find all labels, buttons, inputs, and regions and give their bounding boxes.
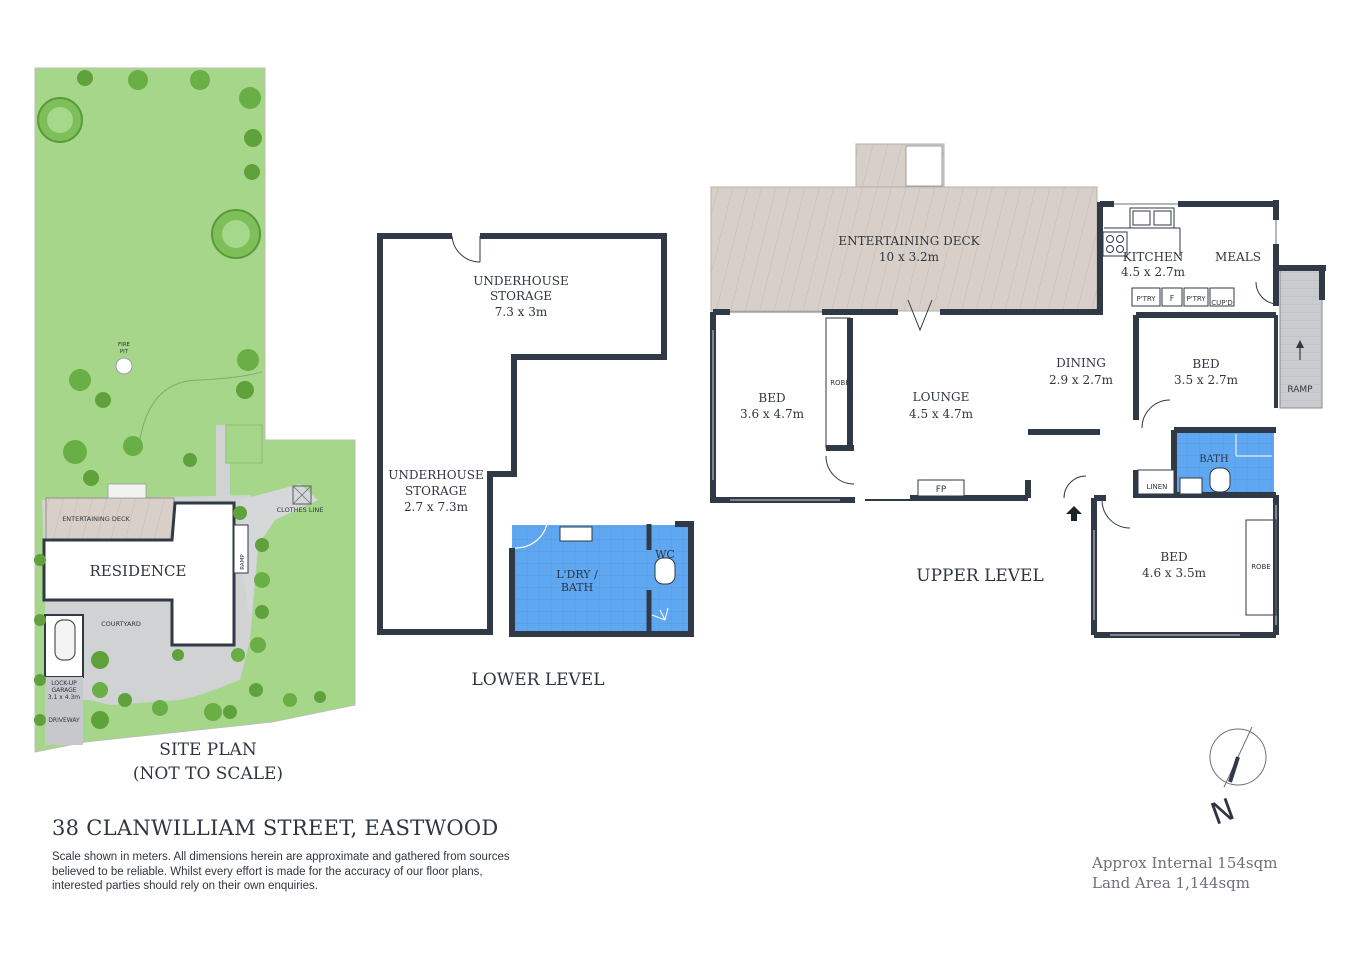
side-path <box>238 484 318 620</box>
fireplace <box>917 479 965 497</box>
storage-left-line2: STORAGE <box>405 484 467 498</box>
lower-level-title: LOWER LEVEL <box>472 670 605 690</box>
upper-ramp <box>1279 267 1323 409</box>
fire-pit-label-1: FIRE <box>118 342 131 348</box>
site-plan: RESIDENCE ENTERTAINING DECK COURTYARD LO… <box>34 67 356 784</box>
entertaining-deck-area <box>710 186 1098 312</box>
lower-level: UNDERHOUSE STORAGE 7.3 x 3m UNDERHOUSE S… <box>377 233 694 690</box>
compass-north-label: N <box>1206 792 1239 833</box>
kitchen-name: KITCHEN <box>1123 250 1184 264</box>
site-deck-label: ENTERTAINING DECK <box>62 515 130 523</box>
fire-pit-label-2: PIT <box>120 349 129 355</box>
kitchen-size: 4.5 x 2.7m <box>1121 265 1186 279</box>
lounge-name: LOUNGE <box>913 390 970 404</box>
clothes-line-icon <box>292 485 312 505</box>
cupboard-label: CUP'D <box>1211 299 1233 307</box>
fp-label: FP <box>936 485 947 495</box>
site-ramp <box>233 524 249 574</box>
dining-size: 2.9 x 2.7m <box>1049 373 1114 387</box>
driveway-label: DRIVEWAY <box>48 717 80 724</box>
compass-icon: N <box>1206 726 1267 833</box>
lounge-size: 4.5 x 4.7m <box>909 407 974 421</box>
storage-left-line1: UNDERHOUSE <box>388 468 483 482</box>
disclaimer-text: Scale shown in meters. All dimensions he… <box>52 851 510 892</box>
bed1-name: BED <box>758 391 785 405</box>
land-area: Land Area 1,144sqm <box>1092 874 1250 892</box>
rear-lawn-box <box>225 424 263 464</box>
wc-label: WC <box>655 548 675 561</box>
storage-door-swing <box>451 235 481 263</box>
garage-label-1: LOCK-UP <box>51 680 77 687</box>
wc-toilet-icon <box>654 557 676 585</box>
robe3-outline <box>1245 519 1277 616</box>
site-deck-steps <box>107 483 147 499</box>
trees <box>34 70 326 729</box>
laundry-tub <box>559 526 593 542</box>
garage-size: 3.1 x 4.3m <box>48 694 80 701</box>
shower-icon <box>651 607 669 621</box>
entry-arrow-icon <box>1066 506 1082 521</box>
storage-top-line1: UNDERHOUSE <box>473 274 568 288</box>
site-plan-subtitle: (NOT TO SCALE) <box>133 764 283 784</box>
residence-footprint <box>42 501 236 647</box>
storage-top-size: 7.3 x 3m <box>495 305 548 319</box>
internal-area: Approx Internal 154sqm <box>1092 854 1278 872</box>
bath-label: BATH <box>1199 454 1229 465</box>
bath-fittings <box>1179 434 1272 495</box>
robe1-outline <box>825 317 851 449</box>
ramp-label: RAMP <box>1287 385 1313 395</box>
deck-name: ENTERTAINING DECK <box>838 234 980 248</box>
garden-path <box>139 371 263 441</box>
linen-cupboard <box>1137 469 1175 495</box>
meals-label: MEALS <box>1215 250 1261 264</box>
fire-pit <box>115 357 133 375</box>
bed2-size: 3.5 x 2.7m <box>1174 373 1239 387</box>
deck-size: 10 x 3.2m <box>879 250 940 264</box>
door-swings <box>825 281 1277 529</box>
linen-label: LINEN <box>1147 483 1168 491</box>
bed3-name: BED <box>1160 550 1187 564</box>
site-plan-title: SITE PLAN <box>159 740 257 760</box>
bed2-name: BED <box>1192 357 1219 371</box>
clothes-line-label: CLOTHES LINE <box>277 506 324 514</box>
laundry-label-1: L'DRY / <box>556 568 598 581</box>
pantry-label-2: P'TRY <box>1186 295 1206 303</box>
garage-label-2: GARAGE <box>51 687 76 694</box>
courtyard-label: COURTYARD <box>101 620 141 628</box>
deck-stairs <box>905 145 943 187</box>
driveway <box>45 677 83 745</box>
car-icon <box>54 619 76 661</box>
upper-level: ENTERTAINING DECK 10 x 3.2m KITCHEN 4.5 … <box>710 143 1326 638</box>
bed1-size: 3.6 x 4.7m <box>740 407 805 421</box>
property-address: 38 CLANWILLIAM STREET, EASTWOOD <box>52 816 499 840</box>
pantry-label-1: P'TRY <box>1136 295 1156 303</box>
fridge-label: F <box>1170 294 1175 303</box>
residence-label: RESIDENCE <box>90 562 187 580</box>
upper-level-title: UPPER LEVEL <box>916 566 1044 586</box>
laundry-label-2: BATH <box>561 581 593 594</box>
robe1-label: ROBE <box>830 379 850 387</box>
site-ramp-label: RAMP <box>240 554 246 570</box>
storage-top-line2: STORAGE <box>490 289 552 303</box>
storage-left-size: 2.7 x 7.3m <box>404 500 469 514</box>
laundry-door-swing <box>514 523 548 549</box>
lower-storage-walls <box>377 233 667 635</box>
robe3-label: ROBE <box>1251 563 1271 571</box>
kitchen-fittings <box>1102 207 1235 307</box>
dining-name: DINING <box>1056 356 1106 370</box>
bed3-size: 4.6 x 3.5m <box>1142 566 1207 580</box>
laundry-walls <box>509 521 694 637</box>
